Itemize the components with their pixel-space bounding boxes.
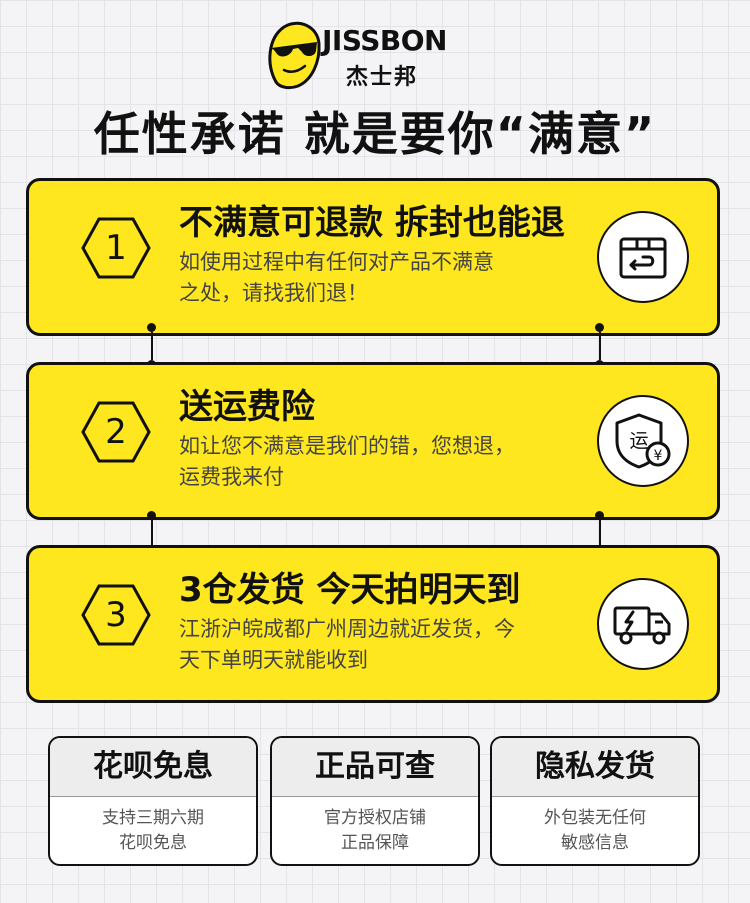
hexagon-badge-icon	[81, 584, 151, 646]
card-title: 不满意可退款 拆封也能退	[179, 203, 565, 243]
card-number: 3	[105, 595, 127, 635]
card-desc-line: 天下单明天就能收到	[179, 648, 368, 672]
feature-desc-line: 官方授权店铺	[324, 808, 426, 828]
feature-description: 支持三期六期 花呗免息	[50, 797, 256, 856]
card-number: 2	[105, 412, 127, 452]
card-icon-circle	[597, 578, 689, 670]
card-number: 1	[105, 228, 127, 268]
feature-title: 正品可查	[272, 738, 478, 797]
connector-dot	[147, 511, 156, 520]
card-desc-line: 如让您不满意是我们的错，您想退，	[179, 434, 515, 458]
connector-line	[151, 332, 153, 360]
return-box-icon	[619, 237, 667, 279]
card-description: 如让您不满意是我们的错，您想退， 运费我来付	[179, 431, 579, 493]
feature-title: 花呗免息	[50, 738, 256, 797]
feature-desc-line: 正品保障	[341, 833, 409, 853]
hexagon-badge-icon	[81, 217, 151, 279]
card-icon-circle	[597, 211, 689, 303]
shipping-insurance-shield-icon: 运 ¥	[615, 413, 671, 469]
feature-title: 隐私发货	[492, 738, 698, 797]
brand-name-en: JISSBON	[322, 24, 448, 57]
brand-name-cn: 杰士邦	[346, 65, 419, 90]
page-headline: 任性承诺 就是要你“满意”	[93, 107, 657, 161]
feature-desc-line: 花呗免息	[119, 833, 187, 853]
card-title: 3仓发货 今天拍明天到	[179, 570, 521, 610]
connector-dot	[147, 323, 156, 332]
feature-installment: 花呗免息 支持三期六期 花呗免息	[48, 736, 258, 866]
connector-line	[599, 332, 601, 360]
feature-desc-line: 敏感信息	[561, 833, 629, 853]
card-title: 送运费险	[179, 387, 315, 427]
card-icon-circle: 运 ¥	[597, 395, 689, 487]
card-desc-line: 江浙沪皖成都广州周边就近发货，今	[179, 617, 515, 641]
feature-description: 外包装无任何 敏感信息	[492, 797, 698, 856]
feature-desc-line: 外包装无任何	[544, 808, 646, 828]
promise-card-shipping-insurance: 2 送运费险 如让您不满意是我们的错，您想退， 运费我来付 运 ¥	[26, 362, 720, 520]
card-desc-line: 运费我来付	[179, 465, 284, 489]
card-desc-line: 之处，请找我们退！	[179, 281, 368, 305]
card-description: 江浙沪皖成都广州周边就近发货，今 天下单明天就能收到	[179, 614, 579, 676]
promise-card-fast-delivery: 3 3仓发货 今天拍明天到 江浙沪皖成都广州周边就近发货，今 天下单明天就能收到	[26, 545, 720, 703]
shield-text: 运	[629, 430, 648, 452]
card-desc-line: 如使用过程中有任何对产品不满意	[179, 250, 494, 274]
hexagon-badge-icon	[81, 401, 151, 463]
feature-description: 官方授权店铺 正品保障	[272, 797, 478, 856]
connector-line	[151, 520, 153, 548]
yuan-badge: ¥	[654, 448, 663, 464]
delivery-truck-icon	[613, 606, 671, 645]
mascot-logo-icon	[268, 21, 321, 90]
card-description: 如使用过程中有任何对产品不满意 之处，请找我们退！	[179, 247, 579, 309]
connector-dot	[595, 511, 604, 520]
feature-desc-line: 支持三期六期	[102, 808, 204, 828]
connector-line	[599, 520, 601, 548]
feature-private-shipping: 隐私发货 外包装无任何 敏感信息	[490, 736, 700, 866]
brand-logo: JISSBON 杰士邦	[262, 20, 492, 92]
promise-card-refund: 1 不满意可退款 拆封也能退 如使用过程中有任何对产品不满意 之处，请找我们退！	[26, 178, 720, 336]
feature-authentic: 正品可查 官方授权店铺 正品保障	[270, 736, 480, 866]
connector-dot	[595, 323, 604, 332]
